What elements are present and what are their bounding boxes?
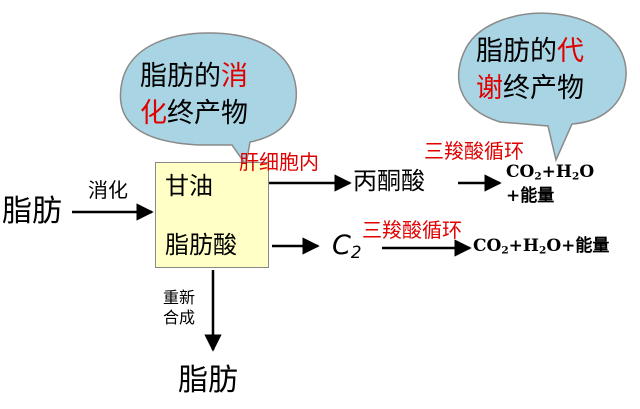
bubble1-line2-red: 化 bbox=[140, 98, 167, 129]
bubble2-line1-red: 代 bbox=[557, 36, 584, 67]
label-tca-top: 三羧酸循环 bbox=[424, 139, 524, 163]
product-bottom-sub1: 2 bbox=[501, 244, 509, 257]
product-bottom-co: CO bbox=[473, 236, 502, 256]
bubble2-line2-red: 谢 bbox=[476, 73, 503, 104]
label-resynthesis-line1: 重新 bbox=[163, 288, 196, 307]
bubble1-line1-black: 脂肪的 bbox=[140, 61, 221, 92]
product-top-sub2: 2 bbox=[571, 170, 580, 183]
node-c2: C2 bbox=[332, 230, 362, 263]
label-liver-cell: 肝细胞内 bbox=[239, 150, 319, 174]
bubble1-line2-black: 终产物 bbox=[167, 98, 248, 129]
product-top-co: CO bbox=[506, 162, 535, 182]
product-top-line2: +能量 bbox=[506, 186, 555, 206]
product-bottom-h: +H bbox=[508, 236, 539, 256]
product-top-h: +H bbox=[541, 162, 572, 182]
bubble-text-metabolism: 脂肪的代 谢终产物 bbox=[476, 33, 584, 107]
node-glycerol: 甘油 bbox=[165, 172, 213, 200]
label-resynthesis-line2: 合成 bbox=[163, 308, 196, 327]
speech-bubble-digestion bbox=[119, 32, 298, 167]
node-fat-left: 脂肪 bbox=[2, 194, 62, 229]
label-digestion: 消化 bbox=[88, 178, 128, 202]
product-top-line1: CO2+H2O bbox=[506, 162, 595, 183]
node-fatty-acid: 脂肪酸 bbox=[165, 231, 237, 259]
node-pyruvate: 丙酮酸 bbox=[353, 167, 425, 195]
node-c2-subscript: 2 bbox=[350, 242, 362, 263]
product-top-o: O bbox=[579, 162, 595, 182]
bubble1-line1-red: 消 bbox=[221, 61, 248, 92]
product-top-sub1: 2 bbox=[534, 170, 542, 183]
bubble2-line1-black: 脂肪的 bbox=[476, 36, 557, 67]
product-bottom-sub2: 2 bbox=[538, 244, 547, 257]
speech-bubble-metabolism bbox=[457, 12, 627, 163]
products-box bbox=[155, 162, 269, 268]
node-c2-letter: C bbox=[332, 230, 351, 261]
node-fat-bottom: 脂肪 bbox=[178, 363, 238, 398]
label-tca-bottom: 三羧酸循环 bbox=[362, 218, 462, 242]
bubble2-line2-black: 终产物 bbox=[503, 73, 584, 104]
product-bottom: CO2+H2O+能量 bbox=[473, 236, 610, 257]
product-bottom-o-energy: O+能量 bbox=[546, 236, 610, 256]
bubble-text-digestion: 脂肪的消 化终产物 bbox=[140, 58, 248, 132]
